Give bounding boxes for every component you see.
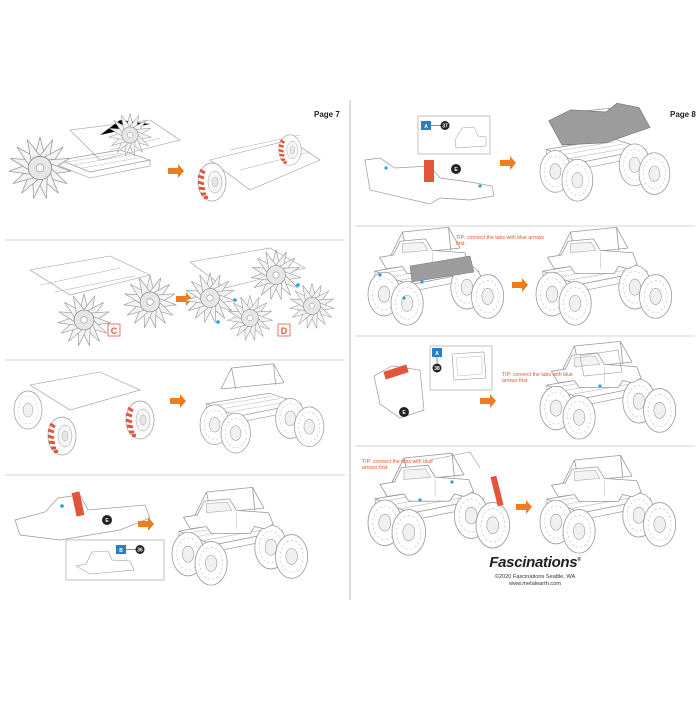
tip-text-3: TIP: connect the tabs with blue arrows f… bbox=[362, 459, 433, 471]
copyright-text: ©2020 Fascinations Seattle, WA bbox=[494, 574, 576, 580]
step-left-3 bbox=[13, 364, 324, 457]
callout-c: C bbox=[111, 326, 118, 336]
callout-d: D bbox=[281, 326, 288, 336]
callout-e-3: E bbox=[402, 410, 406, 416]
callout-e-1: E bbox=[105, 518, 109, 524]
page-label-right: Page 8 bbox=[670, 110, 696, 119]
tip-text-1: TIP: connect the tabs with blue arrows f… bbox=[456, 235, 544, 247]
arrow-step-1 bbox=[168, 164, 184, 178]
arrow-step-5 bbox=[500, 156, 516, 170]
step-right-1: A 37 E bbox=[364, 102, 670, 205]
callout-e-2: E bbox=[454, 167, 458, 173]
arrow-step-4 bbox=[138, 517, 154, 531]
callout-a-1: A bbox=[424, 124, 428, 130]
page-label-left: Page 7 bbox=[314, 110, 340, 119]
brand-name: Fascinations bbox=[489, 554, 578, 571]
website-text: www.metalearth.com bbox=[509, 581, 561, 587]
callout-a-1-num: 37 bbox=[442, 124, 448, 130]
step-left-1 bbox=[8, 113, 321, 203]
arrow-step-8 bbox=[516, 500, 532, 514]
tip-text-2: TIP: connect the tabs with blue arrows f… bbox=[502, 372, 573, 384]
step-left-4: E B 36 bbox=[14, 487, 308, 585]
callout-a-2-num: 38 bbox=[434, 366, 440, 372]
callout-b: B bbox=[119, 548, 123, 554]
step-right-3: A 38 E bbox=[373, 341, 676, 439]
step-right-2 bbox=[368, 227, 672, 325]
footer-copyright: ©2020 Fascinations Seattle, WA www.metal… bbox=[470, 574, 600, 588]
step-left-2: C D bbox=[29, 247, 336, 348]
arrow-step-3 bbox=[170, 394, 186, 408]
step-right-4 bbox=[368, 451, 676, 555]
callout-b-num: 36 bbox=[137, 548, 143, 554]
arrow-step-2 bbox=[176, 292, 192, 306]
arrow-step-6 bbox=[512, 278, 528, 292]
registered-mark-icon: ® bbox=[577, 557, 581, 563]
callout-a-2: A bbox=[435, 351, 439, 357]
arrow-step-7 bbox=[480, 394, 496, 408]
brand-logo: Fascinations® bbox=[480, 554, 590, 571]
